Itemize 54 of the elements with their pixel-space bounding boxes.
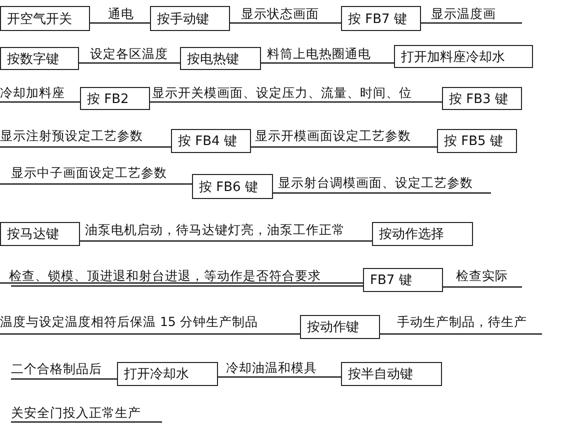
edge-label: 检查、锁模、顶进退和射台进退，等动作是否符合要求 — [9, 268, 321, 283]
process-box: 按 FB6 键 — [192, 174, 273, 199]
connector-line — [380, 333, 542, 335]
process-box: 按 FB2 — [80, 87, 150, 110]
connector-line — [79, 62, 180, 64]
connector-line — [261, 62, 394, 64]
process-box: 按动作选择 — [372, 222, 473, 246]
edge-label: 显示温度画 — [431, 6, 496, 21]
connector-line — [0, 333, 300, 335]
connector-line — [11, 378, 117, 380]
edge-label: 显示开关模画面、设定压力、流量、时间、位 — [152, 85, 412, 100]
process-box: 按电热键 — [180, 47, 261, 70]
connector-line — [150, 101, 442, 103]
process-box: 按数字键 — [0, 47, 79, 70]
process-box: 打开加料座冷却水 — [394, 45, 533, 68]
connector-line — [80, 240, 372, 242]
edge-label: 料筒上电热圈通电 — [267, 46, 371, 61]
edge-label: 显示状态画面 — [241, 6, 319, 21]
process-box: 按 FB7 键 — [341, 6, 421, 31]
connector-line — [251, 146, 437, 148]
process-box: 按手动键 — [150, 6, 230, 31]
connector-line — [421, 22, 522, 24]
edge-label: 通电 — [108, 6, 134, 21]
edge-label: 检查实际 — [456, 268, 508, 283]
edge-label: 设定各区温度 — [90, 46, 168, 61]
process-box: 按马达键 — [0, 222, 80, 246]
edge-label: 显示射台调模画面、设定工艺参数 — [278, 175, 473, 190]
connector-line — [218, 376, 341, 378]
connector-line — [273, 192, 491, 194]
connector-line — [443, 286, 522, 288]
edge-label: 手动生产制品，待生产 — [397, 314, 527, 329]
connector-line — [0, 282, 364, 287]
process-box: 按动作键 — [300, 315, 380, 339]
edge-label: 二个合格制品后 — [11, 361, 102, 376]
edge-label: 冷却油温和模具 — [226, 360, 317, 375]
edge-label: 温度与设定温度相符后保温 15 分钟生产制品 — [0, 314, 258, 329]
connector-line — [0, 101, 80, 103]
process-box: 按 FB5 键 — [437, 129, 517, 153]
edge-label: 冷却加料座 — [0, 85, 65, 100]
process-box: 按 FB3 键 — [442, 87, 522, 110]
connector-line — [90, 22, 150, 24]
step-text: 关安全门投入正常生产 — [11, 405, 141, 420]
process-box: 按半自动键 — [341, 362, 442, 386]
edge-label: 显示中子画面设定工艺参数 — [11, 165, 167, 180]
connector-line — [230, 22, 341, 24]
connector-line — [0, 183, 192, 185]
process-box: 打开冷却水 — [117, 362, 218, 386]
connector-line — [0, 146, 171, 148]
process-box: 开空气开关 — [0, 6, 90, 31]
edge-label: 显示注射预设定工艺参数 — [0, 128, 143, 143]
process-box: FB7 键 — [363, 268, 443, 292]
edge-label: 油泵电机启动，待马达键灯亮，油泵工作正常 — [85, 222, 345, 237]
edge-label: 显示开模画面设定工艺参数 — [255, 128, 411, 143]
process-box: 按 FB4 键 — [171, 129, 251, 153]
